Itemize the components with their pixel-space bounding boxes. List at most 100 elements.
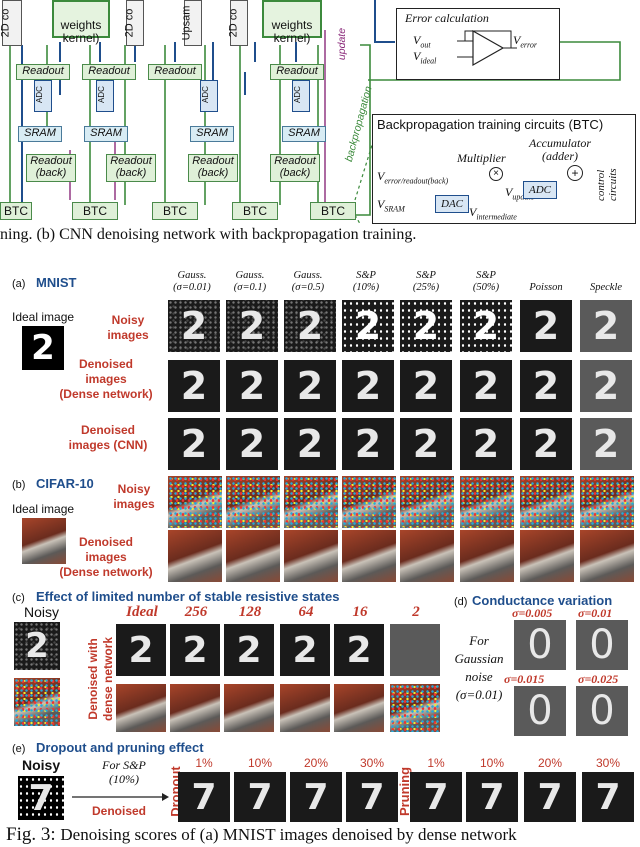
btc-accumulator: Accumulator (adder) [529, 136, 591, 163]
pruning-pct-2: 20% [537, 756, 563, 770]
col-header-2: Gauss. (σ=0.5) [291, 270, 325, 293]
panel-b-row-dense: Denoised images (Dense network) [59, 535, 153, 579]
mnist-digit-r2-c0: 2 [180, 422, 208, 466]
upsample-block: Upsam [180, 0, 202, 46]
panel-c-title: Effect of limited number of stable resis… [36, 589, 340, 604]
cifar-r0-c3 [342, 476, 396, 528]
dropout-img-3: 7 [346, 772, 398, 822]
weights-kernel-box-1: weights kernel) [52, 0, 110, 45]
states-digit-3: 2 [280, 624, 330, 676]
btc-panel: Backpropagation training circuits (BTC) … [372, 114, 636, 224]
videal-symbol: V [413, 49, 421, 63]
cifar-r0-c7 [580, 476, 634, 528]
mnist-digit-r1-c3: 2 [354, 364, 382, 408]
mnist-r0-c6: 2 [520, 300, 572, 352]
error-calc-vout: Vout [413, 33, 431, 49]
adc-3-label: ADC [200, 86, 210, 103]
btc-vintermediate: Vintermediate [469, 205, 517, 221]
error-calc-videal: Videal [413, 49, 436, 65]
btc-control: control circuits [595, 168, 619, 201]
cifar-r1-c5 [460, 530, 514, 582]
state-label-2: 128 [238, 604, 262, 620]
mnist-r2-c0: 2 [168, 418, 220, 470]
opamp-icon [457, 29, 517, 67]
states-digit-glyph-4: 2 [346, 629, 372, 671]
mnist-digit-r2-c5: 2 [472, 422, 500, 466]
cifar-r0-c0 [168, 476, 222, 528]
mnist-r0-c2: 2 [284, 300, 336, 352]
btc-multiplier: Multiplier [457, 151, 506, 165]
panel-d-glyph-3: 0 [589, 688, 615, 734]
ideal-digit: 2 [31, 328, 55, 368]
dropout-pct-0: 1% [195, 756, 213, 770]
panel-d-sigma-2: σ=0.015 [504, 672, 545, 686]
panel-a-tag: (a) [12, 278, 26, 290]
sram-box-1: SRAM [18, 126, 62, 142]
panel-a-title: MNIST [36, 275, 77, 290]
cifar-r1-c1 [226, 530, 280, 582]
cifar-r1-c0 [168, 530, 222, 582]
mnist-r2-c1: 2 [226, 418, 278, 470]
panel-c-noisy-digit: 2 [14, 622, 60, 670]
vint-sub: intermediate [476, 212, 517, 222]
panel-c-side-label: Denoised with dense network [86, 636, 115, 722]
states-car-0 [116, 684, 166, 732]
mnist-r1-c4: 2 [400, 360, 452, 412]
state-label-1: 256 [184, 604, 208, 620]
panel-a-row-noisy: Noisy images [107, 313, 149, 342]
mnist-digit-r1-c5: 2 [472, 364, 500, 408]
panel-c-tag: (c) [12, 592, 25, 604]
mnist-r0-c7: 2 [580, 300, 632, 352]
adc-4-label: ADC [292, 86, 302, 103]
mnist-r0-c4: 2 [400, 300, 452, 352]
col-header-0: Gauss. (σ=0.01) [173, 270, 211, 293]
readout-box-4: Readout [270, 64, 324, 80]
conv-block-3: 2D co [227, 0, 248, 46]
mnist-r1-c2: 2 [284, 360, 336, 412]
states-car-5 [390, 684, 440, 732]
cifar-r0-c6 [520, 476, 574, 528]
mnist-r1-c1: 2 [226, 360, 278, 412]
multiplier-icon: × [489, 167, 503, 181]
mnist-r1-c0: 2 [168, 360, 220, 412]
col-header-7: Speckle [589, 282, 623, 293]
btc-panel-title: Backpropagation training circuits (BTC) [377, 117, 604, 132]
panel-e-arrow [72, 793, 169, 801]
dropout-glyph-3: 7 [359, 776, 385, 818]
state-label-0: Ideal [126, 604, 158, 620]
conv-block-2: 2D co [123, 0, 144, 46]
panel-e-note: For S&P (10%) [102, 758, 146, 786]
panel-b-tag: (b) [12, 479, 26, 491]
adc-2: ADC [96, 80, 114, 112]
mnist-digit-r2-c6: 2 [532, 422, 560, 466]
col-header-5: S&P (50%) [472, 270, 500, 293]
mnist-digit-r2-c4: 2 [412, 422, 440, 466]
state-label-5: 2 [412, 604, 420, 620]
col-header-6: Poisson [529, 282, 563, 293]
error-calc-title: Error calculation [405, 11, 489, 25]
pruning-glyph-2: 7 [537, 776, 563, 818]
update-label: update [336, 27, 349, 61]
panel-b-ideal-image [22, 518, 66, 564]
btc-box-3: BTC [152, 202, 198, 220]
btc-adc: ADC [523, 181, 557, 199]
vsram-symbol: V [377, 197, 385, 211]
sram-box-2: SRAM [84, 126, 128, 142]
btc-verr-readout: Verror/readout(back) [377, 169, 448, 185]
cifar-r0-c2 [284, 476, 338, 528]
weights-kernel-label-1: weights kernel) [60, 18, 102, 45]
panel-d-glyph-0: 0 [527, 622, 553, 668]
panel-c-noisy-label: Noisy [24, 604, 60, 620]
upsample-block-label: Upsam [180, 5, 193, 41]
mnist-r2-c5: 2 [460, 418, 512, 470]
conv-block-3-label: 2D co [227, 8, 240, 38]
panel-a-ideal-image: 2 [22, 326, 64, 370]
dropout-pct-3: 30% [359, 756, 385, 770]
mnist-r2-c7: 2 [580, 418, 632, 470]
mnist-digit-r0-c3: 2 [354, 304, 382, 348]
states-car-1 [170, 684, 220, 732]
states-digit-0: 2 [116, 624, 166, 676]
mnist-digit-r2-c1: 2 [238, 422, 266, 466]
mnist-r2-c4: 2 [400, 418, 452, 470]
btc-box-4: BTC [232, 202, 278, 220]
